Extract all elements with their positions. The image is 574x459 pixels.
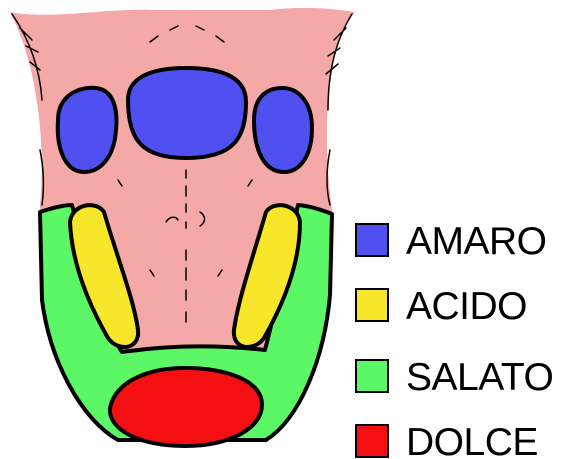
legend-swatch-salato	[356, 360, 388, 392]
legend-item-amaro: AMARO	[356, 220, 547, 263]
dolce-region	[110, 368, 262, 446]
legend-label-salato: SALATO	[406, 356, 553, 399]
legend-swatch-amaro	[356, 224, 388, 256]
legend-label-acido: ACIDO	[406, 285, 527, 328]
legend-item-acido: ACIDO	[356, 285, 527, 328]
amaro-region-left	[58, 88, 117, 172]
legend-label-amaro: AMARO	[406, 220, 547, 263]
legend-item-salato: SALATO	[356, 356, 553, 399]
legend-item-dolce: DOLCE	[356, 421, 538, 459]
amaro-region-center	[128, 68, 246, 158]
legend: AMARO ACIDO SALATO DOLCE	[356, 220, 553, 459]
amaro-region-right	[254, 88, 312, 172]
legend-swatch-acido	[356, 289, 388, 321]
legend-swatch-dolce	[356, 425, 388, 457]
legend-label-dolce: DOLCE	[406, 421, 538, 459]
